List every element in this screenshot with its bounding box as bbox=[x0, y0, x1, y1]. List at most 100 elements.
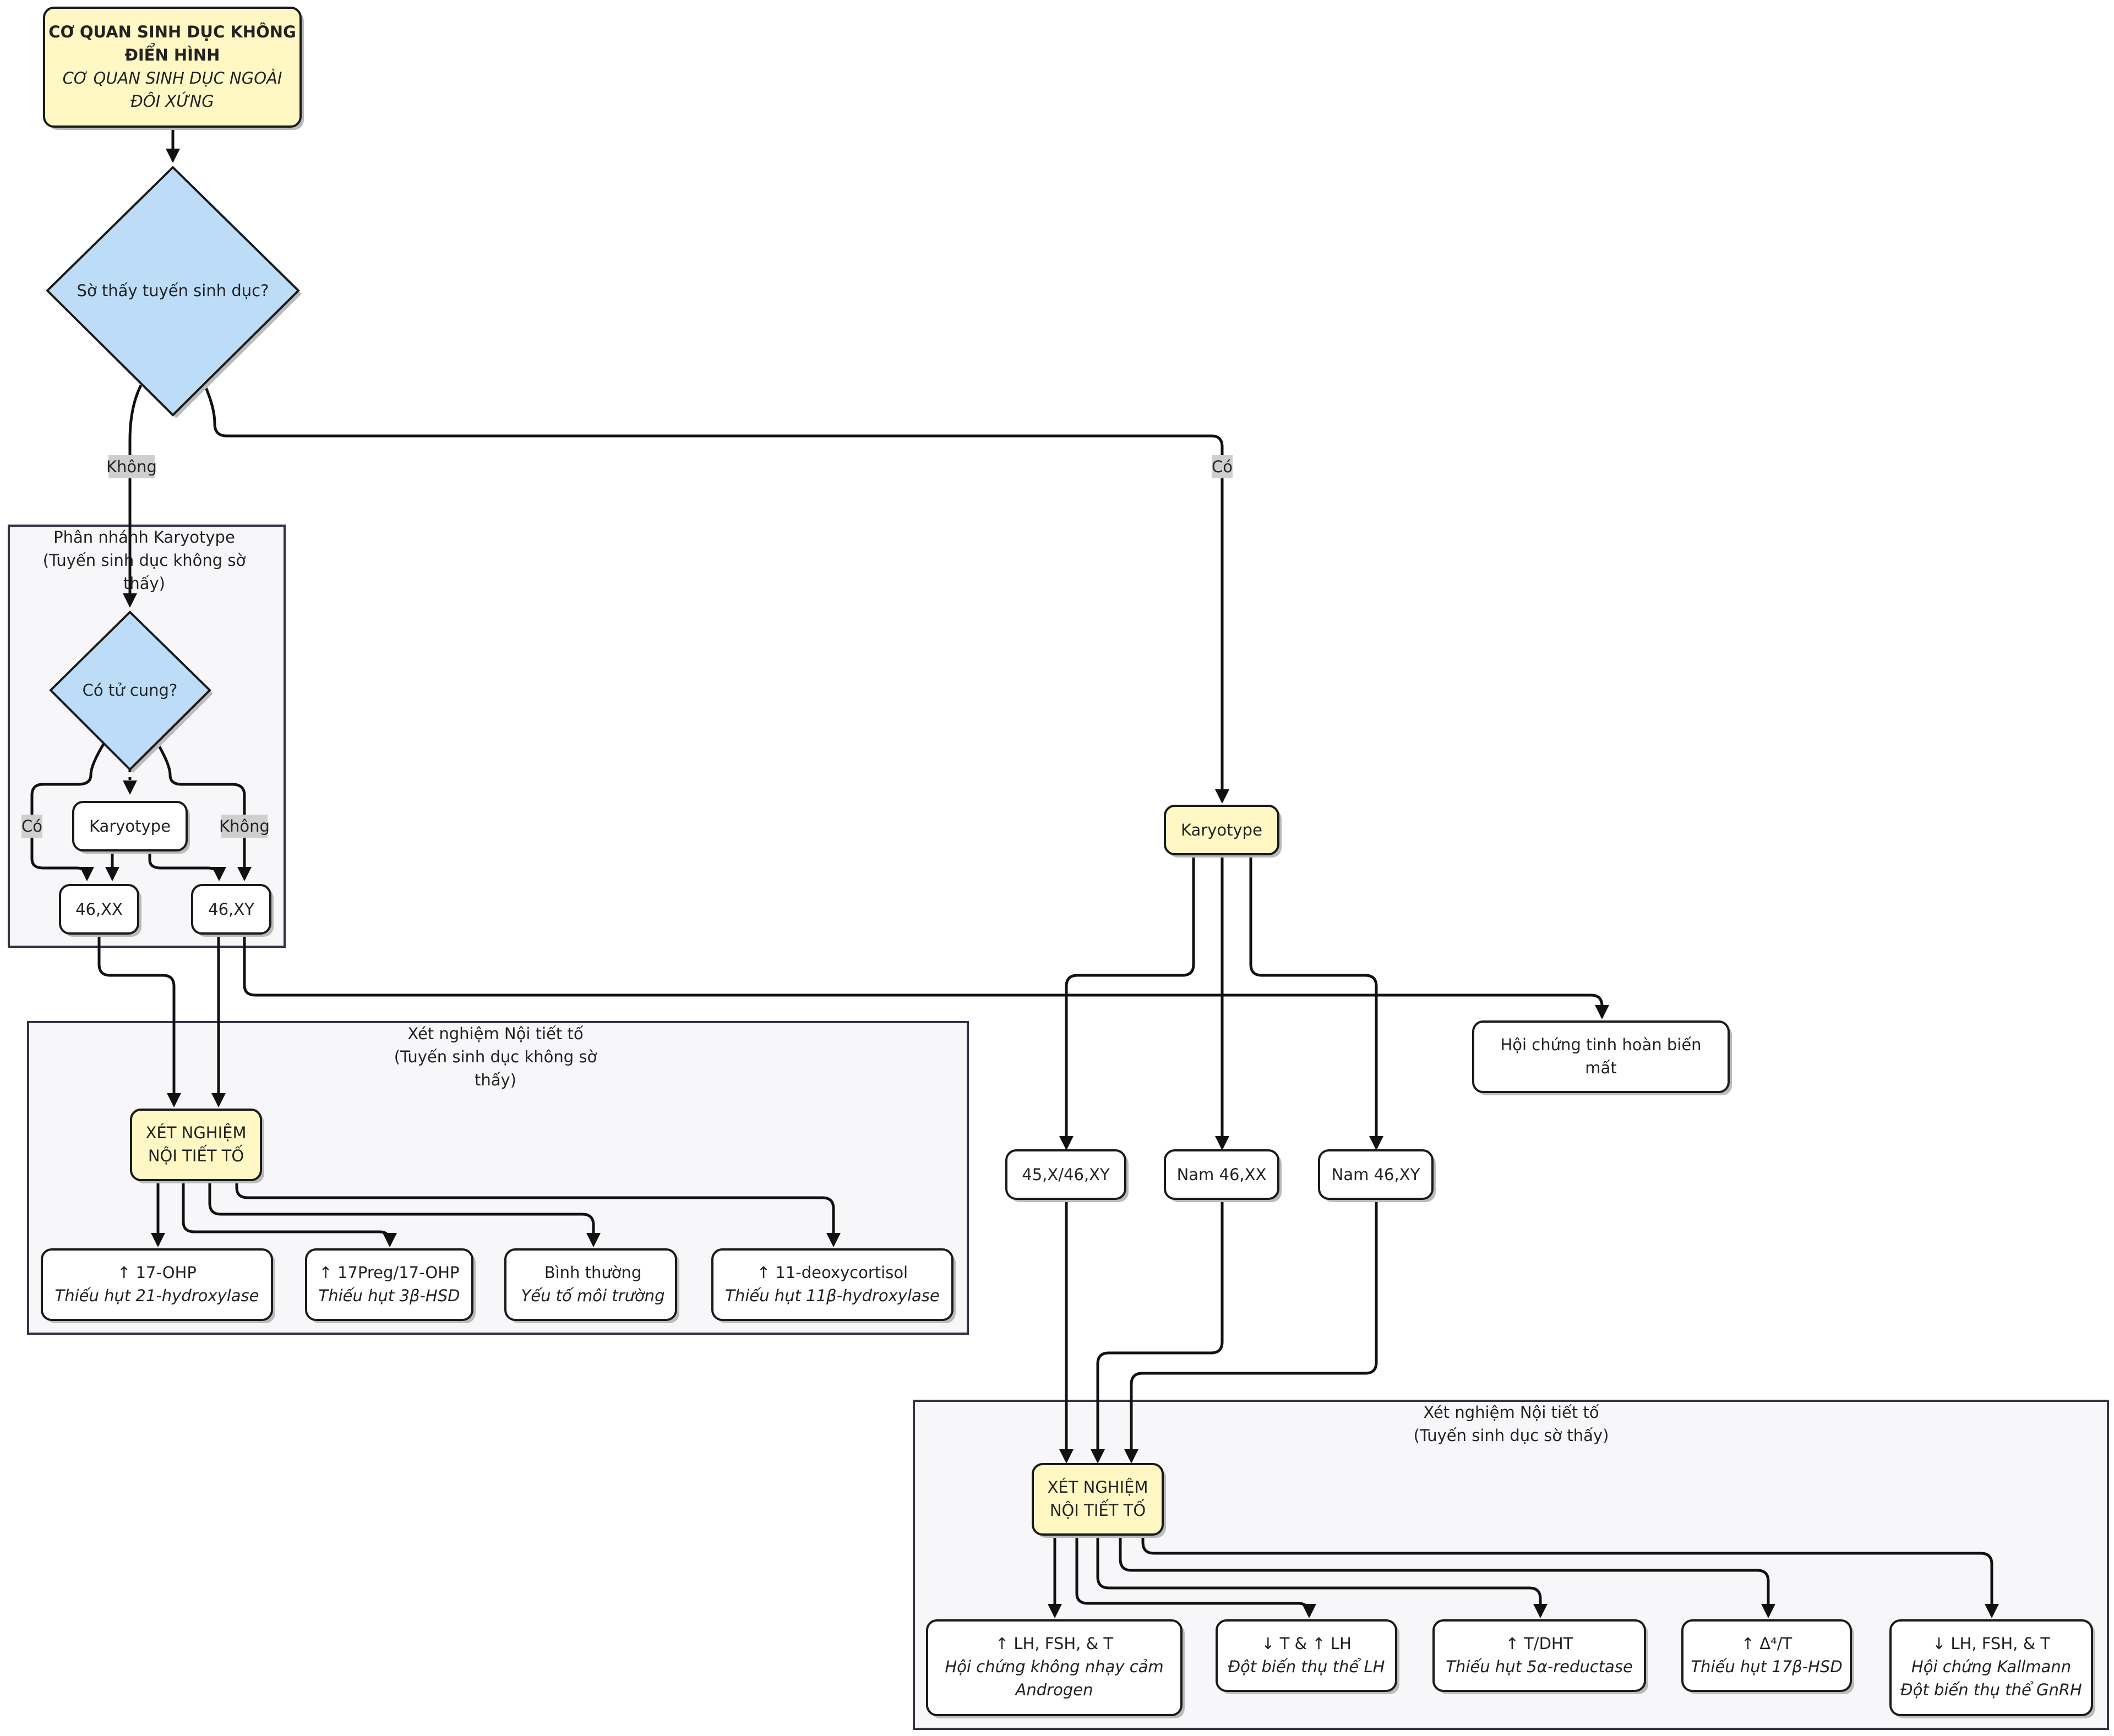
right-result-3-finding: ↑ T/DHT bbox=[1506, 1634, 1573, 1653]
edge-gonads-no bbox=[123, 384, 143, 608]
decision-uterus-label: Có tử cung? bbox=[83, 681, 178, 700]
node-46xy-label: 46,XY bbox=[208, 900, 254, 919]
hormone-test-left[interactable]: XÉT NGHIỆM NỘI TIẾT TỐ bbox=[130, 1109, 264, 1183]
edge-labels: Không Có Có Không bbox=[21, 455, 1233, 838]
node-male-46xy-box bbox=[1318, 1149, 1434, 1200]
node-45x-46xy[interactable]: 45,X/46,XY bbox=[1005, 1149, 1129, 1202]
left-result-2-finding: ↑ 17Preg/17-OHP bbox=[319, 1263, 460, 1282]
edge-karyotype-to-male46xy bbox=[1249, 855, 1383, 1150]
right-result-4[interactable]: ↑ Δ⁴/T Thiếu hụt 17β-HSD bbox=[1681, 1619, 1854, 1694]
edge-46xx-to-hormone bbox=[97, 933, 181, 1107]
right-result-2-box bbox=[1216, 1619, 1397, 1692]
right-result-4-box bbox=[1681, 1619, 1852, 1692]
left-result-3-diagnosis: Yếu tố môi trường bbox=[521, 1286, 665, 1305]
hormone-left-title: XÉT NGHIỆM bbox=[146, 1123, 247, 1142]
node-46xy-box bbox=[191, 884, 271, 935]
right-result-5-box bbox=[1889, 1619, 2093, 1716]
right-result-5[interactable]: ↓ LH, FSH, & T Hội chứng Kallmann Đột bi… bbox=[1889, 1619, 2095, 1718]
hormone-test-right[interactable]: XÉT NGHIỆM NỘI TIẾT TỐ bbox=[1032, 1463, 1166, 1538]
left-result-1-finding: ↑ 17-OHP bbox=[117, 1263, 197, 1282]
node-45x-box bbox=[1005, 1149, 1126, 1200]
left-result-4-box bbox=[711, 1248, 954, 1321]
right-result-5-diagnosis: Hội chứng Kallmann bbox=[1911, 1657, 2071, 1676]
decision-gonads-label: Sờ thấy tuyến sinh dục? bbox=[77, 281, 269, 300]
right-result-3-diagnosis: Thiếu hụt 5α-reductase bbox=[1446, 1657, 1633, 1676]
cluster-karyotype-title: Phân nhánh Karyotype bbox=[53, 528, 235, 547]
vanishing-testis-title-2: mất bbox=[1585, 1058, 1616, 1077]
vanishing-testis-node[interactable]: Hội chứng tinh hoàn biến mất bbox=[1472, 1020, 1732, 1095]
start-node-subtitle-2: ĐÔI XỨNG bbox=[130, 92, 214, 111]
decision-uterus-shape bbox=[49, 610, 211, 771]
start-node-title: CƠ QUAN SINH DỤC KHÔNG bbox=[48, 23, 296, 41]
edge-label-yes-bg bbox=[1212, 455, 1233, 478]
node-46xx-box bbox=[59, 884, 139, 935]
node-46xx[interactable]: 46,XX bbox=[59, 884, 141, 937]
right-result-3-box bbox=[1432, 1619, 1646, 1692]
decision-gonads-palpable[interactable]: Sờ thấy tuyến sinh dục? bbox=[46, 166, 302, 418]
edge-label-yes: Có bbox=[1212, 457, 1233, 476]
left-result-2-box bbox=[305, 1248, 473, 1321]
cluster-hormone-right-subtitle: (Tuyến sinh dục sờ thấy) bbox=[1414, 1426, 1609, 1445]
edge-label-uterus-no: Không bbox=[219, 817, 270, 836]
right-result-2[interactable]: ↓ T & ↑ LH Đột biến thụ thể LH bbox=[1216, 1619, 1399, 1694]
edge-label-uterus-yes: Có bbox=[21, 817, 42, 836]
edge-uterus-yes bbox=[30, 743, 105, 881]
edge-label-uterus-yes-bg bbox=[21, 815, 42, 838]
vanishing-testis-title: Hội chứng tinh hoàn biến bbox=[1500, 1035, 1701, 1054]
karyotype-small-node[interactable]: Karyotype bbox=[72, 801, 190, 854]
decision-gonads-shape bbox=[46, 166, 300, 417]
right-result-1-diagnosis: Hội chứng không nhạy cảm bbox=[945, 1657, 1163, 1676]
cluster-karyotype-subtitle: (Tuyến sinh dục không sờ bbox=[43, 551, 246, 570]
right-result-5-finding: ↓ LH, FSH, & T bbox=[1932, 1634, 2051, 1653]
node-46xx-label: 46,XX bbox=[75, 900, 123, 919]
start-node[interactable]: CƠ QUAN SINH DỤC KHÔNG ĐIỂN HÌNH CƠ QUAN… bbox=[43, 7, 304, 130]
hormone-left-title-2: NỘI TIẾT TỐ bbox=[148, 1145, 244, 1165]
node-male-46xy-label: Nam 46,XY bbox=[1332, 1165, 1420, 1184]
edge-hormone-left-to-r2 bbox=[182, 1181, 397, 1247]
karyotype-small-box bbox=[72, 801, 188, 851]
vanishing-testis-box bbox=[1472, 1020, 1730, 1093]
right-result-1[interactable]: ↑ LH, FSH, & T Hội chứng không nhạy cảm … bbox=[926, 1619, 1185, 1718]
node-46xy[interactable]: 46,XY bbox=[191, 884, 274, 937]
edge-hormone-left-to-r3 bbox=[208, 1181, 601, 1247]
right-result-4-finding: ↑ Δ⁴/T bbox=[1741, 1634, 1792, 1653]
right-result-1-diagnosis-2: Androgen bbox=[1015, 1680, 1093, 1699]
right-result-2-diagnosis: Đột biến thụ thể LH bbox=[1228, 1657, 1385, 1676]
node-45x-label: 45,X/46,XY bbox=[1022, 1165, 1110, 1184]
cluster-hormone-right-title: Xét nghiệm Nội tiết tố bbox=[1423, 1403, 1599, 1422]
edge-hormone-left-to-r4 bbox=[235, 1181, 841, 1247]
edge-gonads-yes bbox=[203, 384, 1229, 804]
edge-karyotype-to-45x bbox=[1059, 855, 1195, 1150]
right-result-1-finding: ↑ LH, FSH, & T bbox=[995, 1634, 1114, 1653]
karyotype-right-label: Karyotype bbox=[1181, 821, 1262, 839]
start-node-subtitle: CƠ QUAN SINH DỤC NGOÀI bbox=[63, 69, 282, 88]
edge-hormone-right-to-r3 bbox=[1096, 1536, 1548, 1618]
left-result-3-finding: Bình thường bbox=[544, 1263, 642, 1282]
edge-label-no-bg bbox=[108, 455, 155, 478]
karyotype-right-node[interactable]: Karyotype bbox=[1164, 805, 1282, 858]
node-male-46xy[interactable]: Nam 46,XY bbox=[1318, 1149, 1436, 1202]
hormone-left-box bbox=[130, 1109, 262, 1181]
edge-label-uterus-no-bg bbox=[221, 815, 268, 838]
decision-uterus[interactable]: Có tử cung? bbox=[49, 610, 213, 773]
edge-hormone-right-to-r4 bbox=[1119, 1536, 1775, 1618]
left-result-1-box bbox=[41, 1248, 273, 1321]
hormone-right-title: XÉT NGHIỆM bbox=[1048, 1478, 1148, 1497]
left-result-4[interactable]: ↑ 11-deoxycortisol Thiếu hụt 11β-hydroxy… bbox=[711, 1248, 956, 1323]
cluster-hormone-left-title: Xét nghiệm Nội tiết tố bbox=[407, 1024, 583, 1043]
start-node-title-2: ĐIỂN HÌNH bbox=[125, 43, 220, 64]
left-result-3[interactable]: Bình thường Yếu tố môi trường bbox=[504, 1248, 679, 1323]
left-result-2[interactable]: ↑ 17Preg/17-OHP Thiếu hụt 3β-HSD bbox=[305, 1248, 476, 1323]
edge-label-no: Không bbox=[106, 457, 157, 476]
left-result-4-finding: ↑ 11-deoxycortisol bbox=[757, 1263, 908, 1282]
edge-karyotype-to-46xy bbox=[148, 852, 226, 881]
left-result-1[interactable]: ↑ 17-OHP Thiếu hụt 21-hydroxylase bbox=[41, 1248, 275, 1323]
right-result-4-diagnosis: Thiếu hụt 17β-HSD bbox=[1691, 1657, 1842, 1676]
karyotype-right-box bbox=[1164, 805, 1279, 855]
right-result-3[interactable]: ↑ T/DHT Thiếu hụt 5α-reductase bbox=[1432, 1619, 1648, 1694]
edge-uterus-no bbox=[156, 743, 252, 881]
node-male-46xx[interactable]: Nam 46,XX bbox=[1164, 1149, 1282, 1202]
node-male-46xx-box bbox=[1164, 1149, 1279, 1200]
start-node-box bbox=[43, 7, 302, 128]
hormone-right-title-2: NỘI TIẾT TỐ bbox=[1050, 1499, 1146, 1520]
